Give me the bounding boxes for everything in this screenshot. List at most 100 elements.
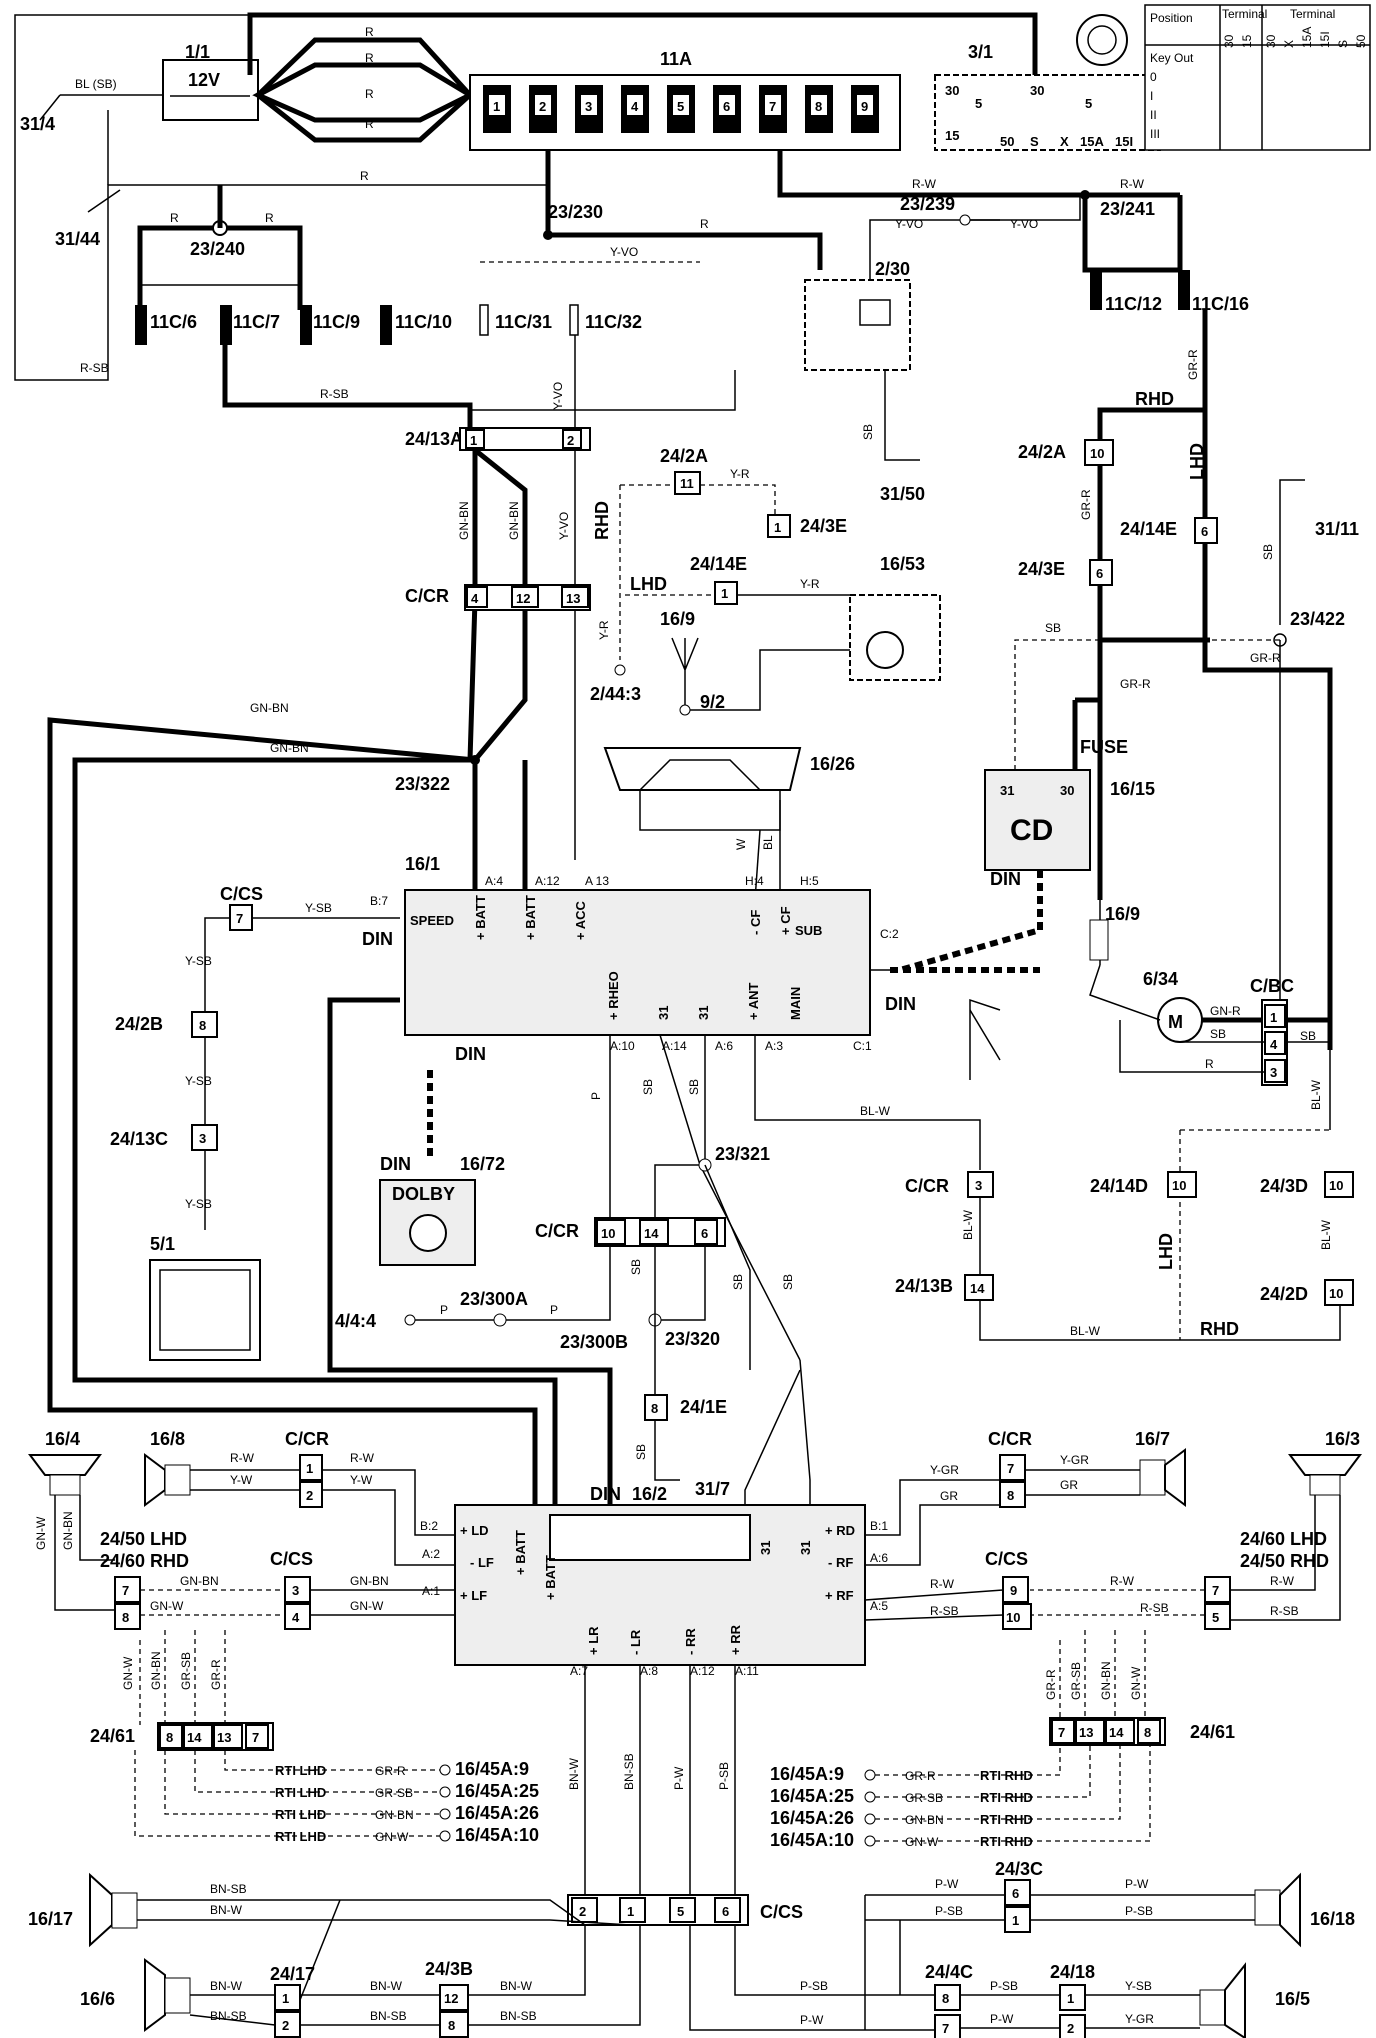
svg-text:+ CF: + CF bbox=[778, 906, 793, 935]
svg-text:GN-BN: GN-BN bbox=[250, 701, 289, 715]
connector-c-cs-bottom: 2 1 5 6 C/CS bbox=[567, 1894, 803, 1926]
svg-text:11: 11 bbox=[680, 476, 694, 491]
fuse-number: 3 bbox=[585, 99, 592, 114]
svg-text:R-SB: R-SB bbox=[320, 387, 349, 401]
svg-text:6: 6 bbox=[722, 1904, 729, 1919]
svg-text:Y-GR: Y-GR bbox=[1125, 2012, 1154, 2026]
svg-text:8: 8 bbox=[942, 1991, 949, 2006]
svg-text:Y-GR: Y-GR bbox=[930, 1463, 959, 1477]
svg-text:R-SB: R-SB bbox=[1140, 1601, 1169, 1615]
svg-text:GR: GR bbox=[940, 1489, 958, 1503]
svg-text:5: 5 bbox=[975, 96, 982, 111]
terminal-col: S bbox=[1336, 40, 1350, 48]
svg-text:C/BC: C/BC bbox=[1250, 976, 1294, 996]
speed-sensor-5-1: 5/1 bbox=[149, 1234, 261, 1361]
ground-31-4: 31/4 bbox=[20, 114, 55, 134]
svg-text:11C/12: 11C/12 bbox=[1105, 294, 1162, 314]
svg-text:30: 30 bbox=[945, 83, 959, 98]
svg-text:1: 1 bbox=[1012, 1913, 1019, 1928]
battery-voltage: 12V bbox=[188, 70, 220, 90]
svg-text:+ BATT: + BATT bbox=[523, 895, 538, 940]
speaker-16-4: 16/4 bbox=[28, 1429, 102, 1496]
svg-text:- LF: - LF bbox=[470, 1555, 494, 1570]
svg-text:31/7: 31/7 bbox=[695, 1479, 730, 1499]
ground-31-44: 31/44 bbox=[55, 229, 100, 249]
svg-text:B:2: B:2 bbox=[420, 1519, 438, 1533]
svg-text:8: 8 bbox=[448, 2018, 455, 2033]
radio-16-1: 16/1 SPEED + BATT + BATT + ACC - CF + CF… bbox=[404, 854, 871, 1036]
wire-label: BL (SB) bbox=[75, 77, 117, 91]
svg-text:23/322: 23/322 bbox=[395, 774, 450, 794]
svg-text:SB: SB bbox=[861, 424, 875, 440]
svg-text:GN-BN: GN-BN bbox=[457, 501, 471, 540]
svg-text:3: 3 bbox=[199, 1131, 206, 1146]
svg-text:2/30: 2/30 bbox=[875, 259, 910, 279]
svg-text:P-W: P-W bbox=[935, 1877, 959, 1891]
svg-text:A:4: A:4 bbox=[485, 874, 503, 888]
svg-text:BN-SB: BN-SB bbox=[370, 2009, 407, 2023]
rti-wire: GN-W bbox=[375, 1830, 409, 1844]
svg-text:SB: SB bbox=[731, 1274, 745, 1290]
ignition-switch: 3/1 30 5 15 30 5 50 S X 15A 15I bbox=[934, 14, 1161, 151]
svg-text:16/15: 16/15 bbox=[1110, 779, 1155, 799]
svg-text:8: 8 bbox=[199, 1018, 206, 1033]
svg-text:GR-SB: GR-SB bbox=[179, 1652, 193, 1690]
svg-text:2/44:3: 2/44:3 bbox=[590, 684, 641, 704]
svg-text:31: 31 bbox=[696, 1006, 711, 1020]
svg-text:10: 10 bbox=[1090, 446, 1104, 461]
svg-text:13: 13 bbox=[1079, 1725, 1093, 1740]
svg-text:6: 6 bbox=[1201, 524, 1208, 539]
svg-text:15: 15 bbox=[945, 128, 959, 143]
rti-wire: GR-SB bbox=[375, 1786, 413, 1800]
svg-text:10: 10 bbox=[1329, 1286, 1343, 1301]
svg-text:BN-SB: BN-SB bbox=[622, 1753, 636, 1790]
terminal-col: 15I bbox=[1318, 31, 1332, 48]
svg-text:DIN: DIN bbox=[380, 1154, 411, 1174]
svg-text:23/230: 23/230 bbox=[548, 202, 603, 222]
svg-text:P-SB: P-SB bbox=[990, 1979, 1018, 1993]
svg-text:R: R bbox=[170, 211, 179, 225]
svg-text:Y-SB: Y-SB bbox=[185, 1074, 212, 1088]
svg-text:GN-BN: GN-BN bbox=[149, 1651, 163, 1690]
svg-text:P-SB: P-SB bbox=[1125, 1904, 1153, 1918]
svg-text:30: 30 bbox=[1030, 83, 1044, 98]
svg-text:7: 7 bbox=[1058, 1725, 1065, 1740]
svg-text:Y-GR: Y-GR bbox=[1060, 1453, 1089, 1467]
connector-c-cr: C/CR 4 12 13 bbox=[405, 584, 591, 611]
rti-wire: GR-R bbox=[905, 1769, 936, 1783]
svg-text:GN-R: GN-R bbox=[1210, 1004, 1241, 1018]
svg-text:12: 12 bbox=[516, 591, 530, 606]
fuse-number: 6 bbox=[723, 99, 730, 114]
terminal-col: 30 bbox=[1222, 34, 1236, 48]
svg-text:Y-VO: Y-VO bbox=[1010, 217, 1038, 231]
svg-text:16/4: 16/4 bbox=[45, 1429, 80, 1449]
svg-text:24/61: 24/61 bbox=[1190, 1722, 1235, 1742]
svg-text:SB: SB bbox=[1300, 1029, 1316, 1043]
battery: 1/1 12V bbox=[162, 42, 259, 121]
fuse-number: 9 bbox=[861, 99, 868, 114]
rti-dest: 16/45A:26 bbox=[455, 1803, 539, 1823]
svg-text:R-W: R-W bbox=[1270, 1574, 1295, 1588]
antenna-motor-6-34: M 6/34 bbox=[1143, 969, 1203, 1043]
svg-text:+ LD: + LD bbox=[460, 1523, 489, 1538]
svg-text:W: W bbox=[734, 838, 748, 850]
svg-text:GN-BN: GN-BN bbox=[270, 741, 309, 755]
svg-text:8: 8 bbox=[651, 1401, 658, 1416]
rti-wire: GR-SB bbox=[905, 1791, 943, 1805]
svg-text:GN-BN: GN-BN bbox=[507, 501, 521, 540]
svg-text:BN-W: BN-W bbox=[567, 1757, 581, 1790]
svg-text:S: S bbox=[1030, 134, 1039, 149]
fuse-number: 1 bbox=[493, 99, 500, 114]
svg-text:GR-R: GR-R bbox=[209, 1659, 223, 1690]
svg-text:6: 6 bbox=[701, 1226, 708, 1241]
position-row: Key Out bbox=[1150, 51, 1194, 65]
svg-text:GN-W: GN-W bbox=[150, 1599, 184, 1613]
svg-text:1: 1 bbox=[1067, 1991, 1074, 2006]
svg-text:R: R bbox=[265, 211, 274, 225]
svg-text:BL-W: BL-W bbox=[1319, 1219, 1333, 1250]
speaker-16-17: 16/17 bbox=[28, 1872, 138, 1948]
svg-text:2: 2 bbox=[1067, 2021, 1074, 2036]
svg-text:2: 2 bbox=[282, 2018, 289, 2033]
svg-text:C/CR: C/CR bbox=[905, 1176, 949, 1196]
svg-text:24/2A: 24/2A bbox=[660, 446, 708, 466]
